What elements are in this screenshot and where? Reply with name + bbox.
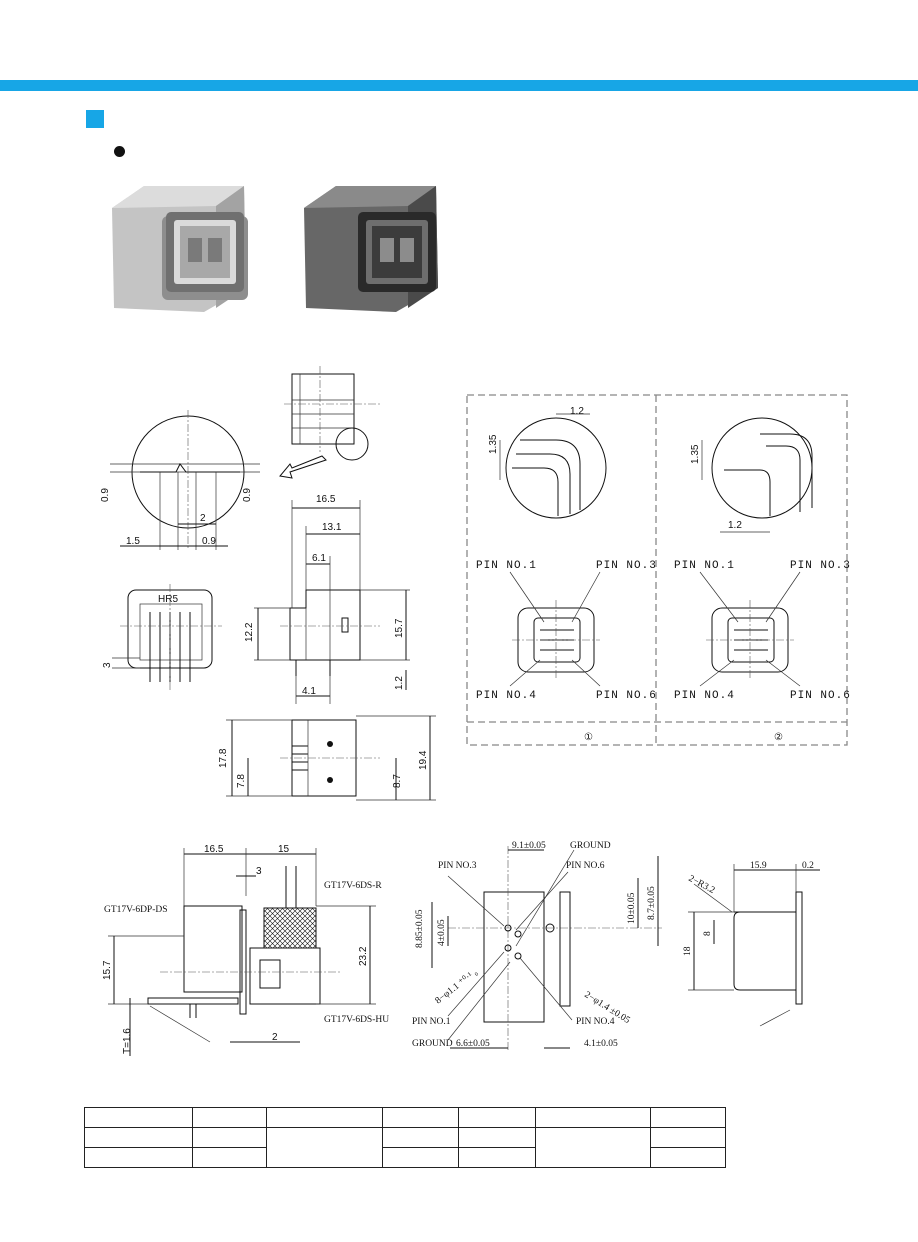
dim-87: 8.7 (392, 774, 403, 788)
panel-ground-bottom: GROUND (412, 1039, 453, 1049)
panel-dim-87: 8.7±0.05 (647, 886, 657, 920)
asm-dim-157: 15.7 (102, 960, 113, 980)
variant-2-face (706, 600, 794, 680)
front-marking: HR5 (158, 594, 178, 605)
dim-09-left: 0.9 (100, 488, 111, 502)
variant1-dim-a: 1.2 (570, 406, 584, 417)
panel-dim-66: 6.6±0.05 (456, 1039, 490, 1049)
cutout-dim-18: 18 (683, 946, 693, 956)
bullet-icon (114, 146, 125, 157)
panel-pin3: PIN NO.3 (438, 861, 477, 871)
variant1-dim-b: 1.35 (488, 434, 499, 454)
v2-pin3: PIN NO.3 (790, 560, 851, 572)
panel-dim-4: 4±0.05 (437, 919, 447, 946)
dim-09-bottom: 0.9 (202, 536, 216, 547)
asm-part-r: GT17V-6DS-R (324, 881, 382, 891)
product-photo-gray (112, 186, 248, 312)
detail-circle: 0.9 0.9 1.5 2 0.9 (100, 410, 260, 550)
dim-157: 15.7 (394, 618, 405, 638)
variant2-dim-b: 1.2 (728, 520, 742, 531)
side-view: 16.5 13.1 6.1 12.2 15.7 4.1 1.2 (244, 494, 410, 704)
table-row (84, 1107, 726, 1128)
dim-194: 19.4 (418, 750, 429, 770)
asm-dim-15: 15 (278, 844, 290, 855)
panel-dim-10: 10±0.05 (627, 892, 637, 924)
dim-09-right: 0.9 (242, 488, 253, 502)
dim-78: 7.8 (236, 774, 247, 788)
panel-ground-top: GROUND (570, 841, 611, 851)
variant2-dim-a: 1.35 (690, 444, 701, 464)
v1-pin3: PIN NO.3 (596, 560, 657, 572)
panel-pin6: PIN NO.6 (566, 861, 605, 871)
v1-pin6: PIN NO.6 (596, 690, 657, 702)
asm-dim-232: 23.2 (358, 946, 369, 966)
cutout-dim-159: 15.9 (750, 861, 767, 871)
variant-1-label: ① (584, 732, 593, 743)
variant-1-detail: 1.2 1.35 (488, 406, 607, 519)
v2-pin6: PIN NO.6 (790, 690, 851, 702)
variant-2-label: ② (774, 732, 783, 743)
bottom-view: 17.8 7.8 8.7 19.4 (218, 715, 436, 801)
pcb-panel-layout: 9.1±0.05 GROUND PIN NO.3 PIN NO.6 8.85±0… (412, 841, 662, 1050)
panel-dim-91: 9.1±0.05 (512, 841, 546, 851)
view-arrow (279, 455, 327, 479)
cutout-radius: 2−R3.2 (687, 874, 717, 896)
dim-178: 17.8 (218, 748, 229, 768)
v1-pin4: PIN NO.4 (476, 690, 537, 702)
dim-3: 3 (102, 662, 113, 668)
asm-part-hu: GT17V-6DS-HU (324, 1015, 389, 1025)
panel-dim-41: 4.1±0.05 (584, 1039, 618, 1049)
asm-dim-2: 2 (272, 1032, 278, 1043)
dim-41: 4.1 (302, 686, 316, 697)
v1-pin1: PIN NO.1 (476, 560, 537, 572)
section-square-icon (86, 110, 104, 128)
v2-pin1: PIN NO.1 (674, 560, 735, 572)
dim-165: 16.5 (316, 494, 336, 505)
top-side-view (284, 366, 380, 461)
panel-dim-885: 8.85±0.05 (415, 909, 425, 948)
dim-131: 13.1 (322, 522, 342, 533)
panel-holes-8: 8−φ1.1 ⁺⁰·¹ ₀ (433, 967, 479, 1007)
asm-dim-3: 3 (256, 866, 262, 877)
panel-pin4: PIN NO.4 (576, 1017, 615, 1027)
asm-dim-t: T=1.6 (122, 1028, 133, 1054)
dim-2: 2 (200, 513, 206, 524)
assembly-drawing: 16.5 15 3 GT17V-6DS-R GT17V-6DP-DS GT17V… (102, 844, 389, 1056)
variant-1-face (512, 600, 600, 680)
table-row (84, 1147, 726, 1168)
variant-comparison-drawing: 1.2 1.35 1.35 1.2 PIN NO.1 PIN NO (466, 394, 851, 746)
cutout-dim-8: 8 (703, 931, 713, 936)
product-photo-dark (304, 186, 438, 312)
dim-15: 1.5 (126, 536, 140, 547)
variant-2-detail: 1.35 1.2 (690, 417, 813, 533)
panel-cutout-view: 15.9 0.2 2−R3.2 8 18 (683, 861, 820, 1027)
spec-table (84, 1107, 726, 1168)
dim-12: 1.2 (394, 676, 405, 690)
dim-61: 6.1 (312, 553, 326, 564)
cutout-dim-02: 0.2 (802, 861, 814, 871)
asm-part-ds: GT17V-6DP-DS (104, 905, 168, 915)
asm-dim-165: 16.5 (204, 844, 224, 855)
table-row (84, 1127, 726, 1168)
front-view: HR5 3 (102, 584, 222, 690)
panel-pin1: PIN NO.1 (412, 1017, 451, 1027)
header-accent-bar (0, 80, 918, 91)
dim-122: 12.2 (244, 622, 255, 642)
v2-pin4: PIN NO.4 (674, 690, 735, 702)
connector-dimension-drawing: 0.9 0.9 1.5 2 0.9 HR5 3 (100, 366, 436, 801)
